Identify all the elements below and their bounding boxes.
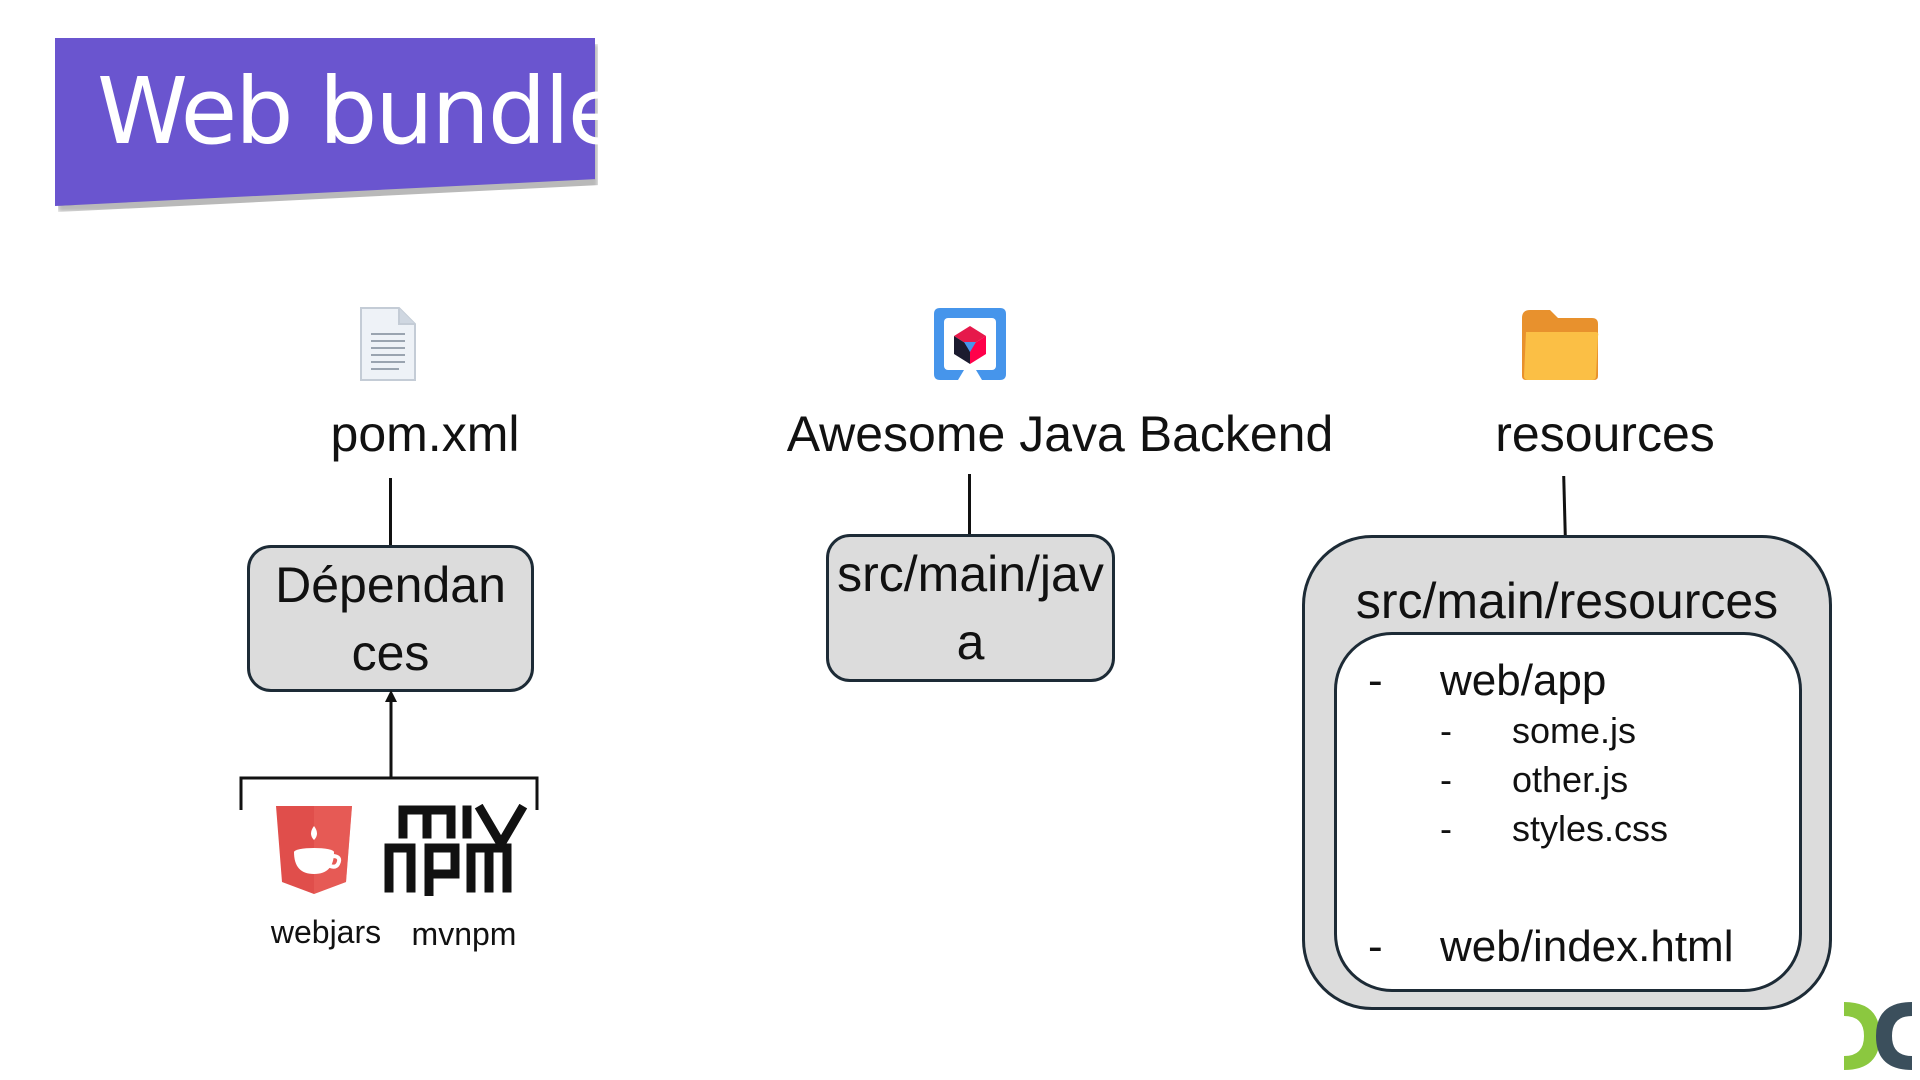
tree-item-file: - other.js bbox=[1440, 759, 1628, 801]
resources-inner-box bbox=[1334, 632, 1802, 992]
tree-dash: - bbox=[1368, 656, 1383, 705]
webjars-label: webjars bbox=[270, 914, 382, 950]
dependencies-box: Dépendan ces bbox=[247, 545, 534, 692]
tree-dash: - bbox=[1440, 710, 1452, 751]
resources-connector bbox=[1562, 475, 1567, 537]
tree-item-index-file: - web/index.html bbox=[1368, 922, 1733, 972]
webjars-logo-icon bbox=[274, 804, 354, 896]
title-banner bbox=[55, 38, 595, 206]
file-label: other.js bbox=[1512, 759, 1629, 800]
tree-item-file: - some.js bbox=[1440, 710, 1636, 752]
tree-item-file: - styles.css bbox=[1440, 808, 1668, 850]
app-folder-label: web/app bbox=[1440, 656, 1607, 705]
document-icon bbox=[359, 306, 417, 382]
pom-label: pom.xml bbox=[330, 406, 520, 462]
resources-box-title: src/main/resources bbox=[1355, 573, 1779, 629]
tree-dash: - bbox=[1368, 922, 1383, 971]
tree-item-app-folder: - web/app bbox=[1368, 656, 1606, 706]
file-label: some.js bbox=[1512, 710, 1637, 751]
sources-bracket bbox=[238, 772, 540, 812]
tree-dash: - bbox=[1440, 808, 1452, 849]
java-source-box-text: src/main/java bbox=[837, 546, 1104, 670]
tree-dash: - bbox=[1440, 759, 1452, 800]
backend-connector bbox=[968, 474, 971, 536]
devoxx-logo-icon bbox=[1842, 1000, 1914, 1072]
dependencies-box-text: Dépendan ces bbox=[275, 556, 506, 681]
mvnpm-logo-icon bbox=[381, 803, 531, 901]
quarkus-logo-icon bbox=[932, 306, 1008, 382]
mvnpm-label: mvnpm bbox=[411, 916, 517, 952]
index-file-label: web/index.html bbox=[1440, 922, 1734, 971]
java-source-box: src/main/java bbox=[826, 534, 1115, 682]
folder-icon bbox=[1520, 308, 1600, 382]
file-label: styles.css bbox=[1512, 808, 1669, 849]
dependency-arrow bbox=[380, 690, 402, 778]
page-title: Web bundler bbox=[97, 58, 660, 165]
resources-label: resources bbox=[1495, 406, 1715, 462]
backend-label: Awesome Java Backend bbox=[786, 406, 1334, 462]
pom-connector bbox=[389, 478, 392, 546]
